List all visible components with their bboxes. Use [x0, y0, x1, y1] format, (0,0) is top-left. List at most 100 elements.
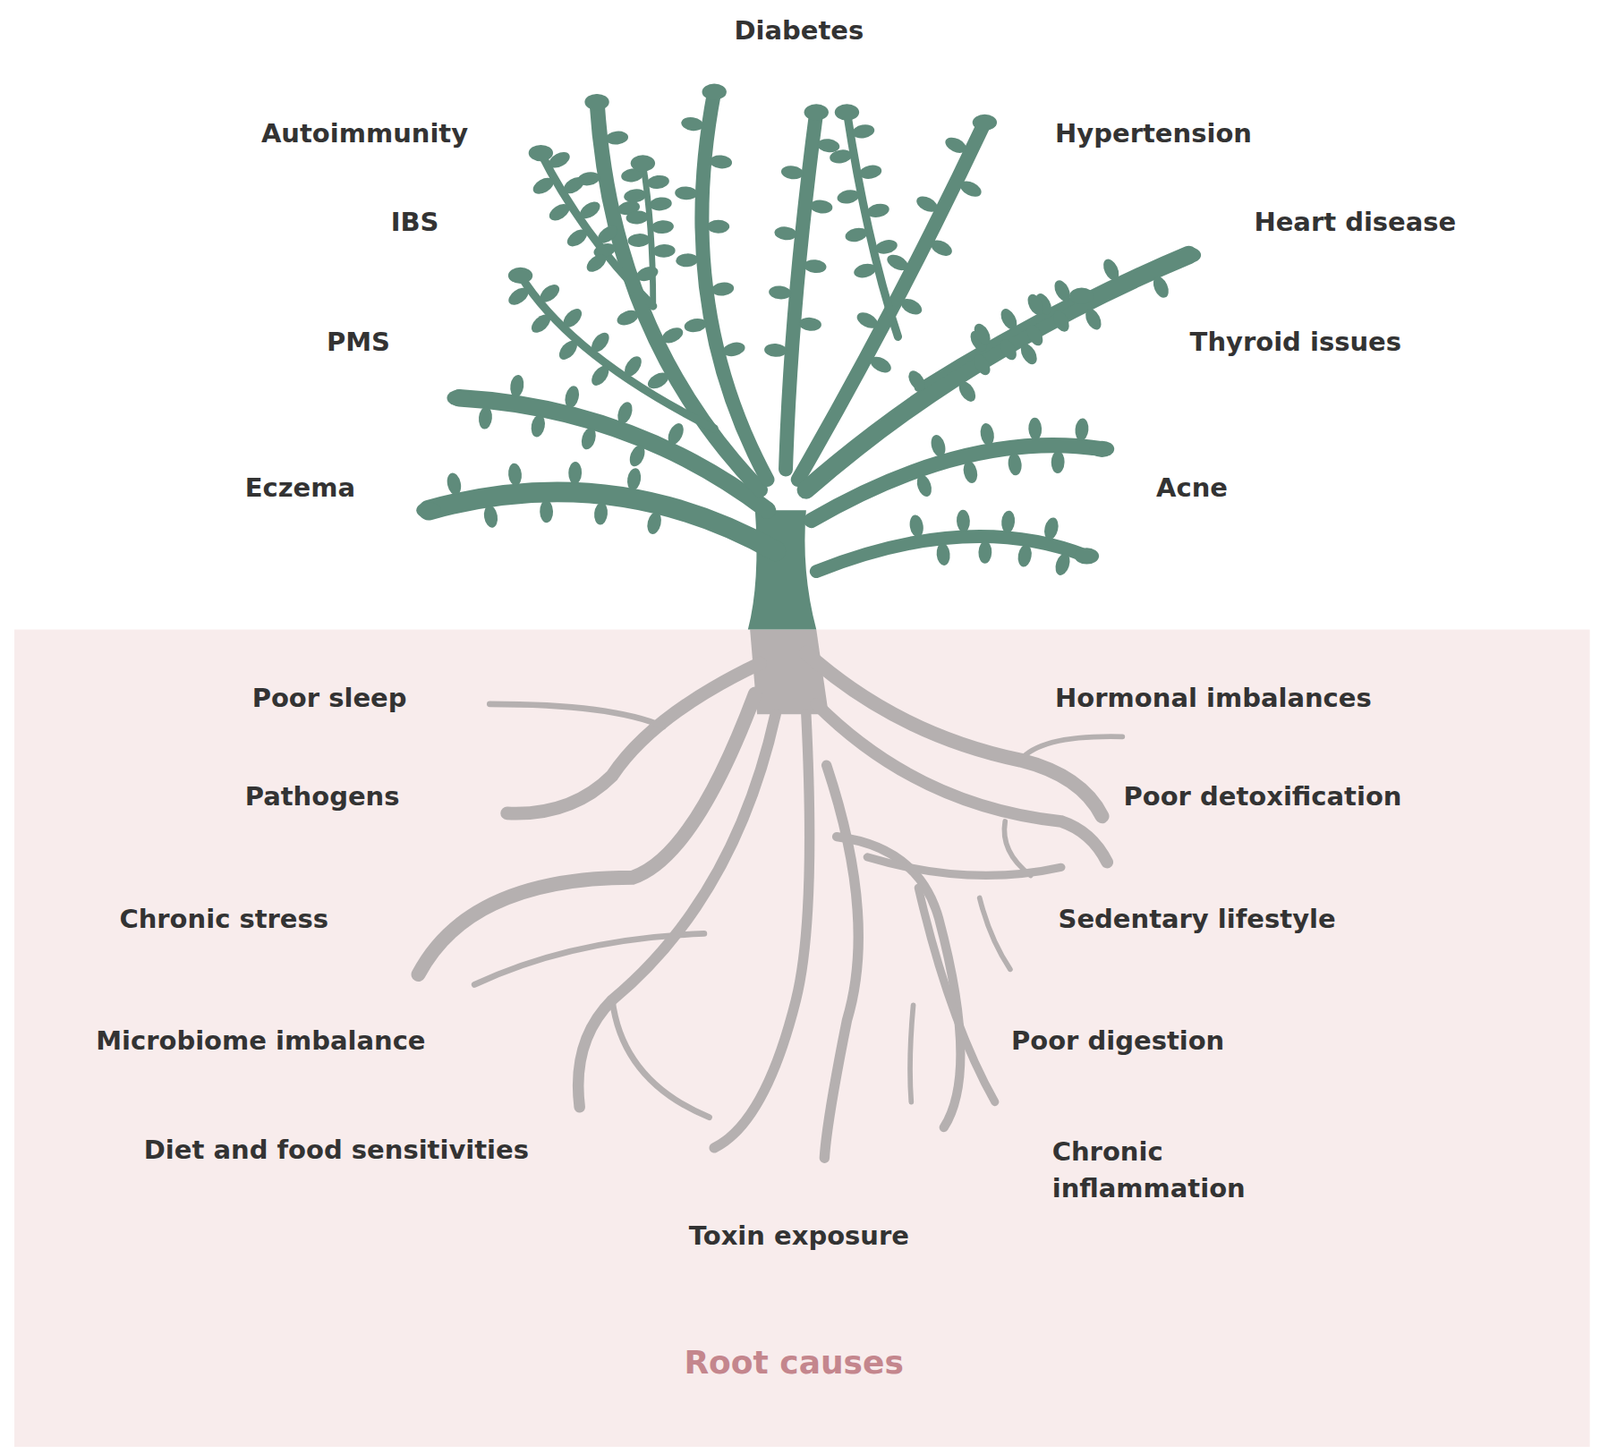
leaf [928, 433, 948, 459]
leaf [1149, 273, 1172, 300]
leaf [680, 115, 705, 132]
leaf [614, 400, 635, 426]
leaf [664, 420, 687, 447]
leaf [614, 307, 641, 329]
leaf [706, 220, 730, 234]
leaf [768, 284, 792, 300]
leaf [774, 225, 798, 241]
leaf [1051, 277, 1074, 304]
leaf [587, 362, 613, 389]
leaf [650, 219, 674, 235]
leaf [828, 147, 853, 165]
label: PMS [326, 323, 391, 361]
leaf [935, 542, 951, 566]
leaf [560, 305, 586, 331]
leaf [555, 337, 581, 364]
leaf [708, 153, 732, 170]
leaf [978, 541, 992, 564]
leaf [625, 210, 649, 226]
leaf [528, 144, 554, 162]
leaf [527, 311, 554, 337]
label: Microbiome imbalance [95, 1022, 426, 1060]
leaf [1089, 441, 1115, 458]
branch [918, 296, 1081, 389]
leaf [482, 504, 500, 529]
leaf [625, 467, 643, 492]
leaf [593, 502, 609, 526]
leaf [444, 471, 463, 497]
leaf [507, 462, 523, 486]
leaf [563, 226, 590, 251]
root-zone [14, 629, 1591, 1447]
leaf [546, 200, 573, 224]
leaf [477, 406, 494, 430]
branch [520, 275, 715, 429]
leaf [835, 187, 860, 205]
leaf [1074, 547, 1099, 564]
leaf [908, 513, 926, 538]
leaf [682, 316, 707, 334]
leaf [562, 384, 581, 410]
section-heading: Root causes [683, 1340, 903, 1386]
leaf [652, 243, 676, 258]
leaf [970, 351, 994, 378]
leaf [843, 225, 869, 244]
leaf [914, 473, 935, 500]
leaf [764, 342, 788, 358]
label: Diabetes [734, 12, 865, 50]
leaf [898, 295, 925, 318]
leaf [866, 202, 892, 221]
leaf [416, 502, 441, 519]
label: Autoimmunity [261, 115, 469, 153]
leaf [1016, 543, 1034, 568]
leaf [852, 261, 878, 281]
label: Chronic stress [119, 901, 329, 938]
leaf [957, 178, 984, 200]
leaf [978, 422, 996, 447]
leaf [648, 195, 673, 212]
label: Sedentary lifestyle [1058, 901, 1337, 938]
leaf [634, 263, 660, 284]
label: Diet and food sensitivities [144, 1131, 529, 1169]
leaf [645, 369, 672, 392]
leaf [851, 123, 876, 141]
label: Thyroid issues [1190, 323, 1402, 361]
leaf [1000, 510, 1016, 534]
branch [846, 111, 898, 337]
leaf [956, 509, 971, 533]
leaf [539, 500, 554, 524]
leaf [884, 251, 911, 274]
leaf [645, 510, 664, 537]
leaf [621, 353, 645, 380]
branch [540, 153, 653, 307]
leaf [809, 198, 835, 214]
leaf [622, 187, 647, 205]
label: Poor detoxification [1123, 778, 1403, 816]
leaf [1069, 288, 1094, 305]
leaf [1176, 246, 1201, 264]
leaf [529, 413, 547, 438]
branch [811, 445, 1103, 521]
leaf [604, 129, 630, 145]
leaf [659, 324, 686, 347]
leaf [874, 238, 900, 256]
leaf [646, 173, 671, 190]
leaves [416, 84, 1201, 578]
leaf [961, 459, 979, 486]
leaf [508, 267, 533, 284]
leaf [928, 237, 955, 260]
leaf [1082, 306, 1106, 332]
leaf [536, 280, 563, 306]
tree-crown [428, 92, 1190, 630]
leaf [583, 250, 610, 275]
leaf [578, 425, 598, 452]
leaf [584, 93, 609, 111]
leaf [595, 222, 622, 247]
label: Hypertension [1055, 115, 1252, 153]
leaf [721, 340, 747, 358]
leaf [561, 173, 588, 197]
leaf [509, 374, 526, 399]
leaf [1023, 322, 1047, 349]
label: Pathogens [245, 778, 400, 816]
